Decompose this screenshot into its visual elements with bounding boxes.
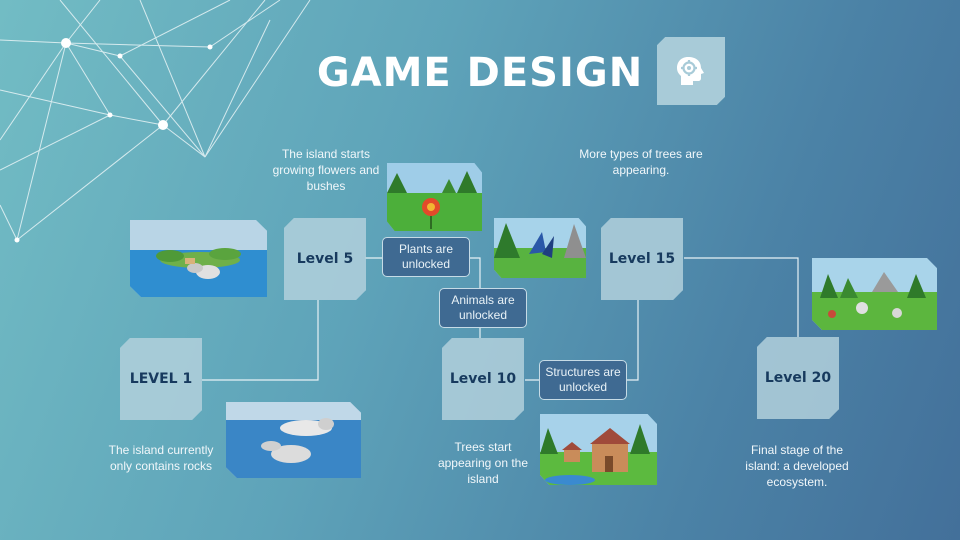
level1-island-screenshot xyxy=(130,220,267,297)
head-gear-icon xyxy=(657,37,725,105)
level-5-description: The island starts growing flowers and bu… xyxy=(272,147,380,193)
level-15-description: More types of trees are appearing. xyxy=(579,147,703,177)
level-20-box: Level 20 xyxy=(757,337,839,419)
level10-butterfly-screenshot xyxy=(494,218,586,278)
level-1-description: The island currently only contains rocks xyxy=(108,443,214,473)
level-1-box: LEVEL 1 xyxy=(120,338,202,420)
level-10-box: Level 10 xyxy=(442,338,524,420)
level-20-description: Final stage of the island: a developed e… xyxy=(745,443,849,489)
animals-unlocked-callout: Animals are unlocked xyxy=(439,288,527,328)
level-5-box: Level 5 xyxy=(284,218,366,300)
level-15-box: Level 15 xyxy=(601,218,683,300)
level-10-description: Trees start appearing on the island xyxy=(437,440,529,486)
level1-rocks-screenshot xyxy=(226,402,361,478)
network-decoration xyxy=(0,0,311,243)
level10-houses-screenshot xyxy=(540,414,657,485)
structures-unlocked-callout: Structures are unlocked xyxy=(539,360,627,400)
page-title: GAME DESIGN xyxy=(316,50,644,96)
plants-unlocked-callout: Plants are unlocked xyxy=(382,237,470,277)
level20-ecosystem-screenshot xyxy=(812,258,937,330)
level5-flower-screenshot xyxy=(387,163,482,231)
